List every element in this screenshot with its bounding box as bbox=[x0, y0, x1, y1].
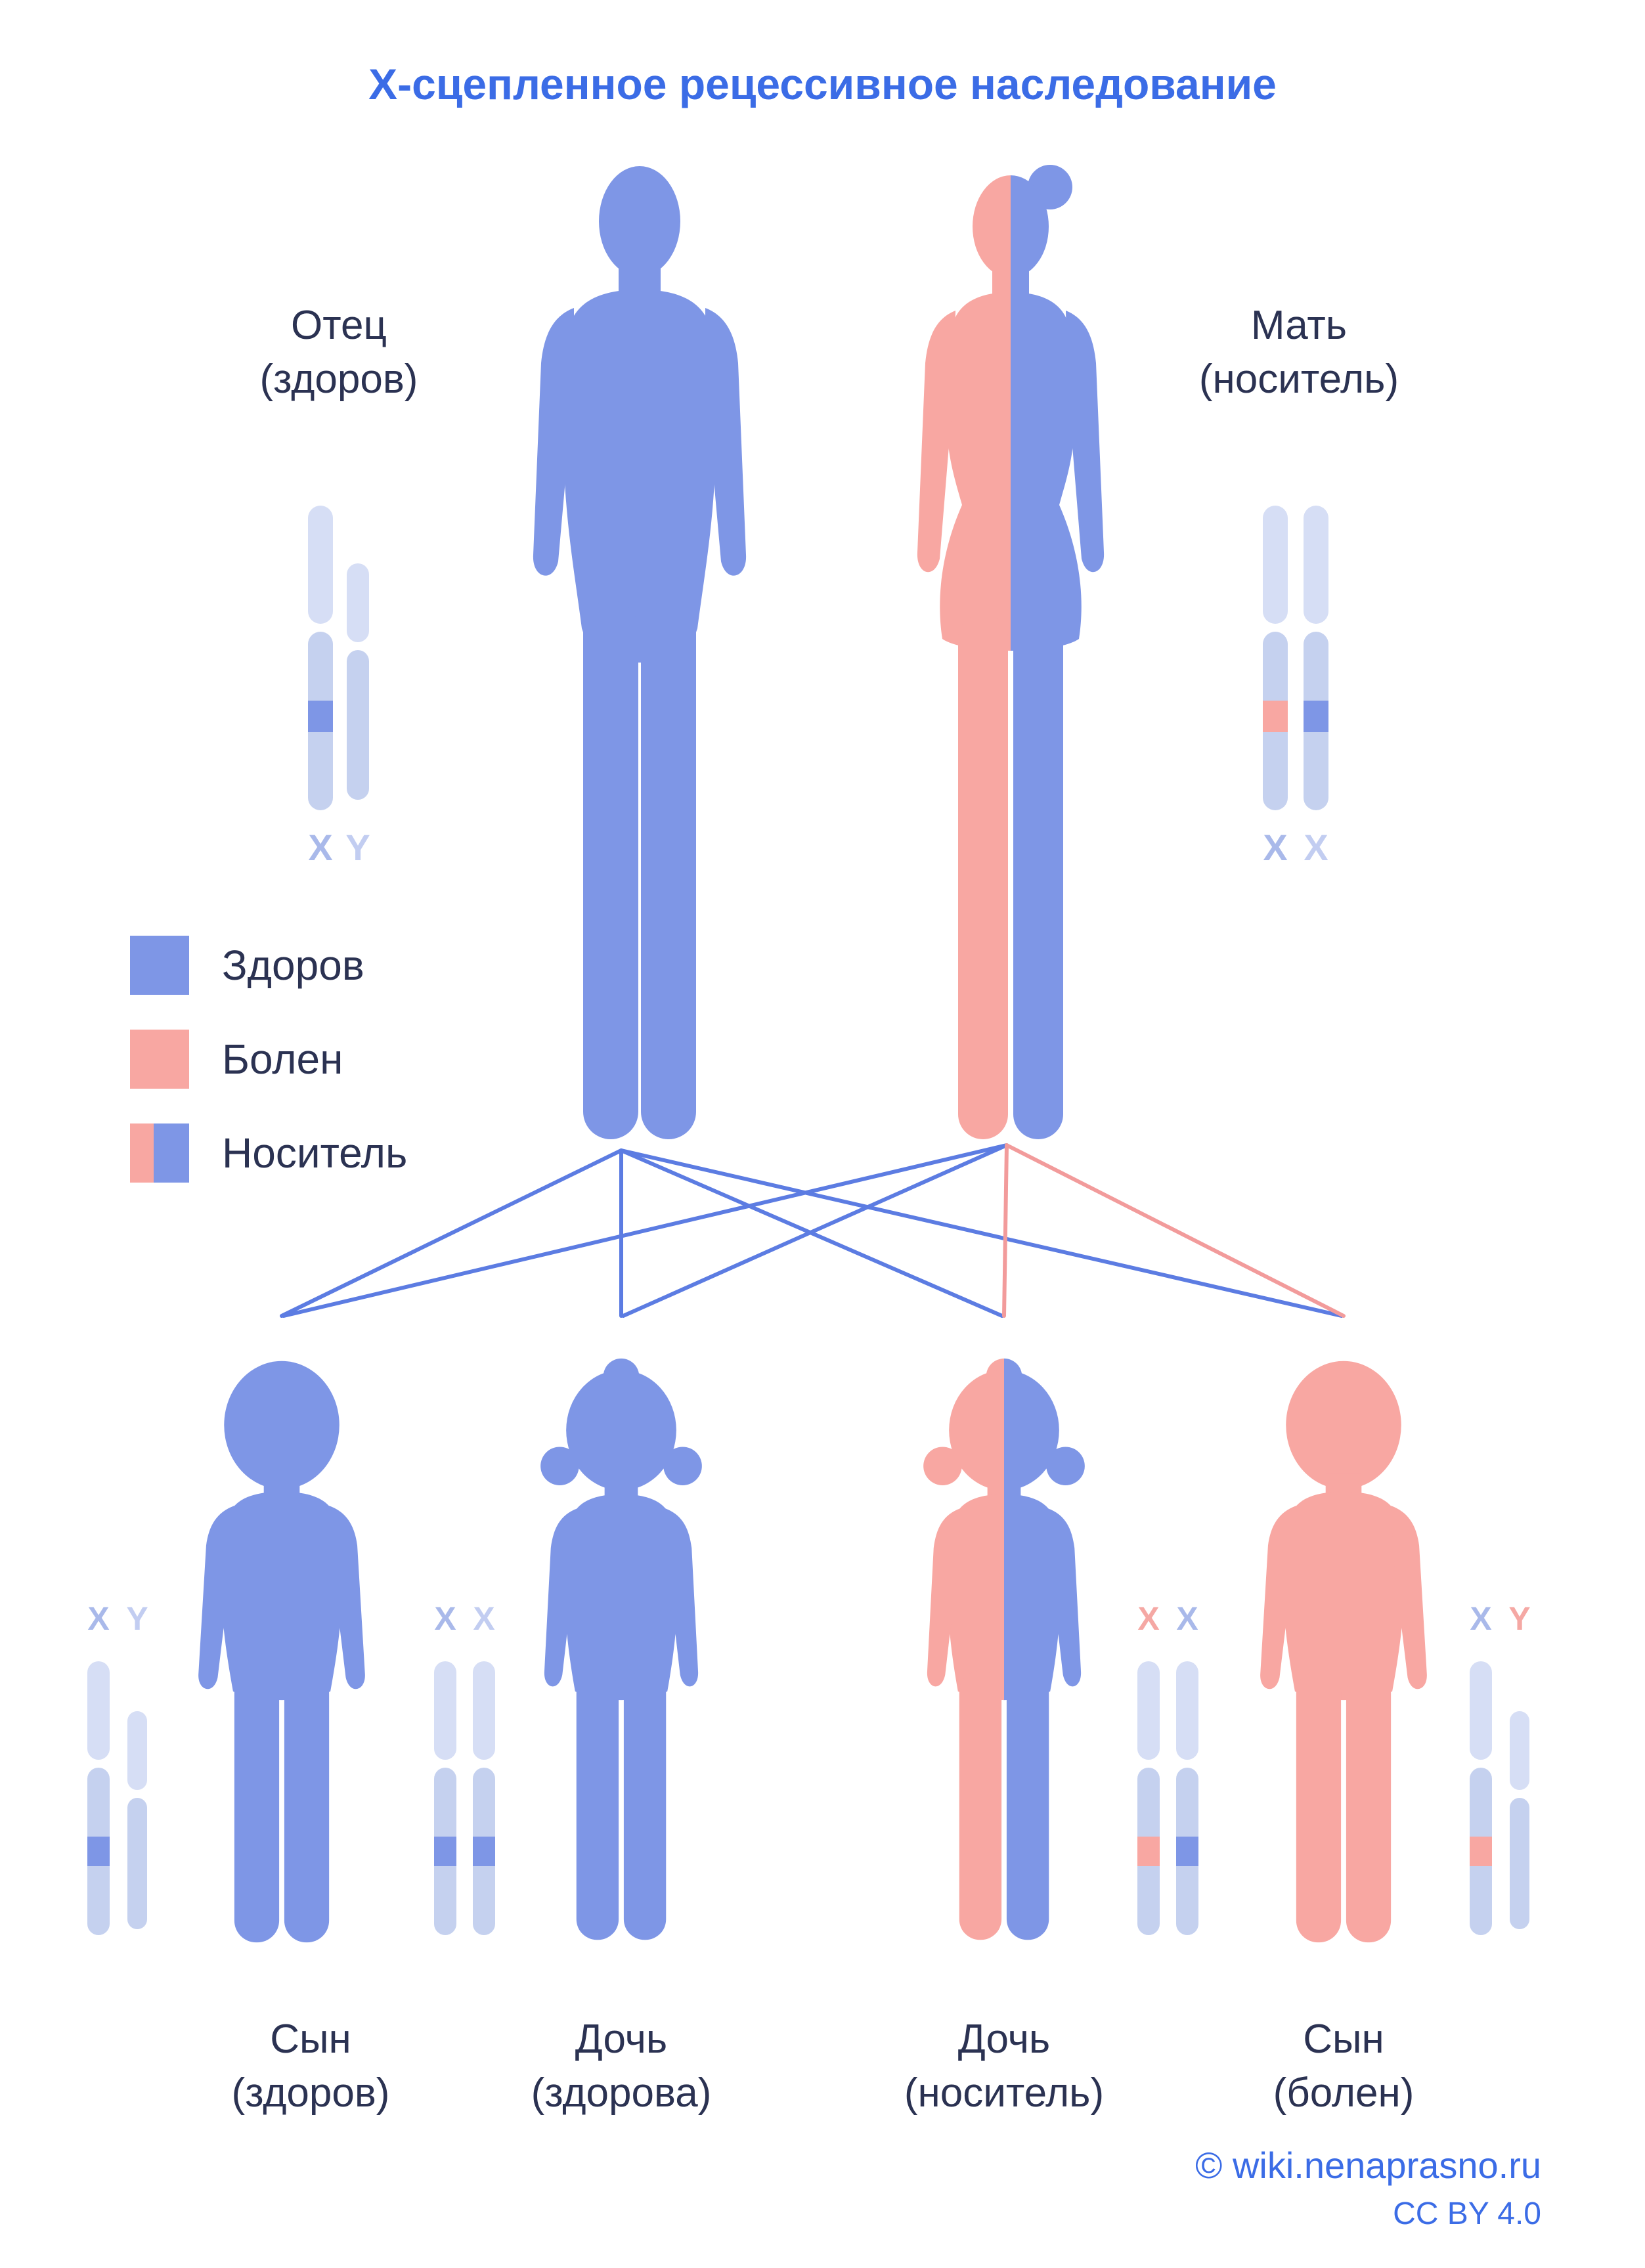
chromosome-arm bbox=[1510, 1711, 1529, 1790]
mother-status: (носитель) bbox=[1198, 357, 1399, 402]
healthy-allele-band bbox=[434, 1837, 456, 1866]
chromosome-arm bbox=[1304, 506, 1328, 624]
license-text: CC BY 4.0 bbox=[1393, 2196, 1541, 2231]
daughter1-name: Дочь bbox=[575, 2017, 668, 2062]
father-karyotype-x: X bbox=[308, 827, 333, 868]
chromosome-arm bbox=[1176, 1661, 1198, 1760]
son2-x-chromosome bbox=[1470, 1661, 1492, 1935]
son1-label: Сын (здоров) bbox=[140, 2013, 481, 2120]
legend-label-healthy: Здоров bbox=[222, 942, 364, 989]
chromosome-arm bbox=[1176, 1768, 1198, 1935]
chromosome-arm bbox=[1263, 506, 1288, 624]
son2-label: Сын (болен) bbox=[1173, 2013, 1514, 2120]
legend-label-carrier: Носитель bbox=[222, 1129, 408, 1177]
son1-karyotype-x: X bbox=[87, 1600, 110, 1637]
daughter1-label: Дочь (здорова) bbox=[450, 2013, 792, 2120]
line-father-son1 bbox=[280, 1148, 623, 1318]
chromosome-arm bbox=[1137, 1661, 1160, 1760]
father-name: Отец bbox=[291, 303, 387, 348]
legend-swatch-sick bbox=[130, 1030, 189, 1089]
chromosome-arm bbox=[308, 632, 333, 810]
line-mother-daughter1 bbox=[621, 1143, 1009, 1318]
father-y-chromosome bbox=[347, 563, 369, 800]
chromosome-arm bbox=[1470, 1768, 1492, 1935]
line-mother-son2 bbox=[1005, 1143, 1346, 1318]
boy-shape bbox=[1260, 1361, 1427, 1943]
legend-swatch-healthy bbox=[130, 936, 189, 995]
father-karyotype-y: Y bbox=[345, 827, 370, 868]
chromosome-arm bbox=[347, 563, 369, 642]
healthy-allele-band bbox=[1304, 701, 1328, 732]
chromosome-arm bbox=[1137, 1768, 1160, 1935]
chromosome-arm bbox=[87, 1768, 110, 1935]
daughter1-status: (здорова) bbox=[531, 2070, 712, 2116]
daughter1-karyotype-x2: X bbox=[473, 1600, 495, 1637]
daughter-carrier-silhouette bbox=[923, 1358, 1085, 1940]
mother-name: Мать bbox=[1250, 303, 1348, 348]
father-status: (здоров) bbox=[259, 357, 418, 402]
chromosome-arm bbox=[473, 1768, 495, 1935]
son1-name: Сын bbox=[270, 2017, 351, 2062]
mother-karyotype-x2: X bbox=[1304, 827, 1328, 868]
son-healthy-silhouette bbox=[198, 1361, 365, 1943]
chromosome-arm bbox=[434, 1661, 456, 1760]
daughter1-x1-chromosome bbox=[434, 1661, 456, 1935]
healthy-allele-band bbox=[308, 701, 333, 732]
line-mother-son1 bbox=[282, 1143, 1009, 1318]
daughter-healthy-silhouette bbox=[540, 1358, 702, 1940]
chromosome-arm bbox=[1470, 1661, 1492, 1760]
daughter2-karyotype-x2: X bbox=[1176, 1600, 1198, 1637]
mother-x1-chromosome bbox=[1263, 506, 1288, 810]
healthy-allele-band bbox=[1176, 1837, 1198, 1866]
daughter1-x2-chromosome bbox=[473, 1661, 495, 1935]
chromosome-arm bbox=[87, 1661, 110, 1760]
mother-label: Мать (носитель) bbox=[1128, 299, 1470, 406]
chromosome-arm bbox=[1263, 632, 1288, 810]
son2-name: Сын bbox=[1303, 2017, 1384, 2062]
daughter2-x2-chromosome bbox=[1176, 1661, 1198, 1935]
chromosome-arm bbox=[127, 1798, 147, 1929]
page-title: Х-сцепленное рецессивное наследование bbox=[368, 60, 1277, 108]
daughter2-label: Дочь (носитель) bbox=[833, 2013, 1175, 2120]
footer: © wiki.nenaprasno.ru CC BY 4.0 bbox=[1195, 2144, 1541, 2232]
chromosome-arm bbox=[1510, 1798, 1529, 1929]
girl-shape bbox=[540, 1358, 702, 1940]
son1-karyotype-y: Y bbox=[126, 1600, 148, 1637]
father-label: Отец (здоров) bbox=[168, 299, 510, 406]
son-sick-silhouette bbox=[1260, 1361, 1427, 1943]
chromosome-arm bbox=[473, 1661, 495, 1760]
son2-karyotype-y: Y bbox=[1508, 1600, 1531, 1637]
mother-karyotype-x1: X bbox=[1263, 827, 1288, 868]
credit-link[interactable]: © wiki.nenaprasno.ru bbox=[1195, 2145, 1541, 2186]
boy-shape bbox=[198, 1361, 365, 1943]
chromosome-arm bbox=[127, 1711, 147, 1790]
daughter2-karyotype-x1: X bbox=[1137, 1600, 1160, 1637]
daughter2-status: (носитель) bbox=[904, 2070, 1105, 2116]
daughter2-x1-chromosome bbox=[1137, 1661, 1160, 1935]
mutant-allele-band bbox=[1137, 1837, 1160, 1866]
son1-y-chromosome bbox=[127, 1711, 147, 1929]
healthy-allele-band bbox=[473, 1837, 495, 1866]
mutant-allele-band bbox=[1470, 1837, 1492, 1866]
son2-y-chromosome bbox=[1510, 1711, 1529, 1929]
legend-swatch-carrier bbox=[130, 1123, 189, 1183]
daughter2-name: Дочь bbox=[957, 2017, 1051, 2062]
chromosome-arm bbox=[308, 506, 333, 624]
line-mother-daughter2 bbox=[1002, 1143, 1009, 1318]
son1-x-chromosome bbox=[87, 1661, 110, 1935]
son1-status: (здоров) bbox=[231, 2070, 390, 2116]
healthy-allele-band bbox=[87, 1837, 110, 1866]
line-father-son2 bbox=[619, 1148, 1344, 1318]
son2-status: (болен) bbox=[1273, 2070, 1415, 2116]
chromosome-arm bbox=[347, 650, 369, 800]
daughter1-karyotype-x1: X bbox=[434, 1600, 456, 1637]
legend-label-sick: Болен bbox=[222, 1036, 343, 1083]
mutant-allele-band bbox=[1263, 701, 1288, 732]
chromosome-arm bbox=[434, 1768, 456, 1935]
son2-karyotype-x: X bbox=[1470, 1600, 1492, 1637]
chromosome-arm bbox=[1304, 632, 1328, 810]
father-x-chromosome bbox=[308, 506, 333, 810]
mother-x2-chromosome bbox=[1304, 506, 1328, 810]
